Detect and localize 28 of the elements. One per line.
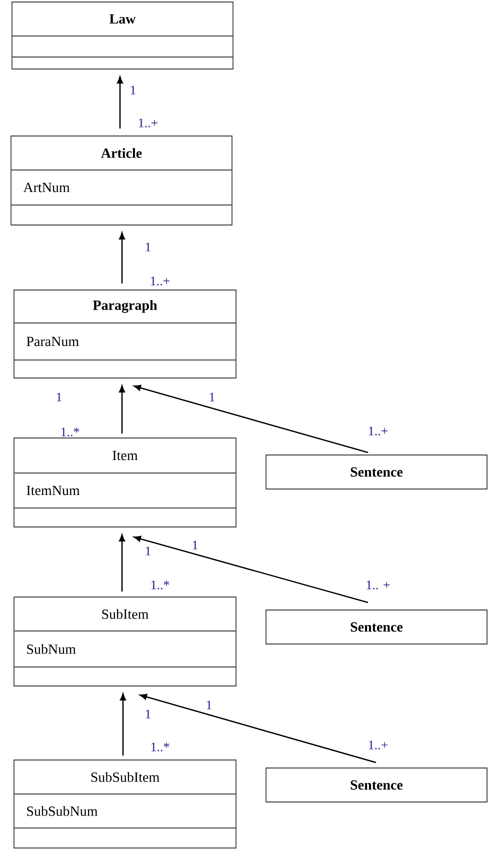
multiplicity-label: 1 <box>146 710 150 718</box>
multiplicity-label: 1..+ <box>368 426 388 436</box>
arrow <box>134 536 368 604</box>
class-box: Sentence <box>266 768 488 802</box>
arrow <box>119 385 125 434</box>
class-box: SubSubItem SubSubNum <box>14 760 236 848</box>
multiplicity-label: 1 <box>56 392 62 402</box>
multiplicity-label: 1 <box>146 242 150 252</box>
arrow <box>119 534 125 592</box>
multiplicity-label: 1 <box>130 86 136 94</box>
arrow <box>134 384 368 454</box>
arrow <box>117 76 123 129</box>
multiplicity-label: 1.. + <box>366 580 390 590</box>
multiplicity-label: 1..+ <box>368 740 388 750</box>
multiplicity-label: 1 <box>192 540 198 550</box>
class-box: SubItem SubNum <box>14 596 236 686</box>
arrow <box>119 232 125 284</box>
arrow <box>140 694 376 764</box>
multiplicity-label: 1 <box>210 392 214 402</box>
multiplicity-label: 1 <box>146 546 150 556</box>
class-box: Sentence <box>266 454 488 490</box>
class-box: Paragraph ParaNum <box>14 290 236 378</box>
class-box: Article ArtNum <box>10 136 232 226</box>
arrow <box>120 693 126 756</box>
class-box: Item ItemNum <box>14 438 236 528</box>
class-box: Law <box>12 2 234 70</box>
multiplicity-label: 1 <box>206 700 212 710</box>
class-box: Sentence <box>266 610 488 644</box>
